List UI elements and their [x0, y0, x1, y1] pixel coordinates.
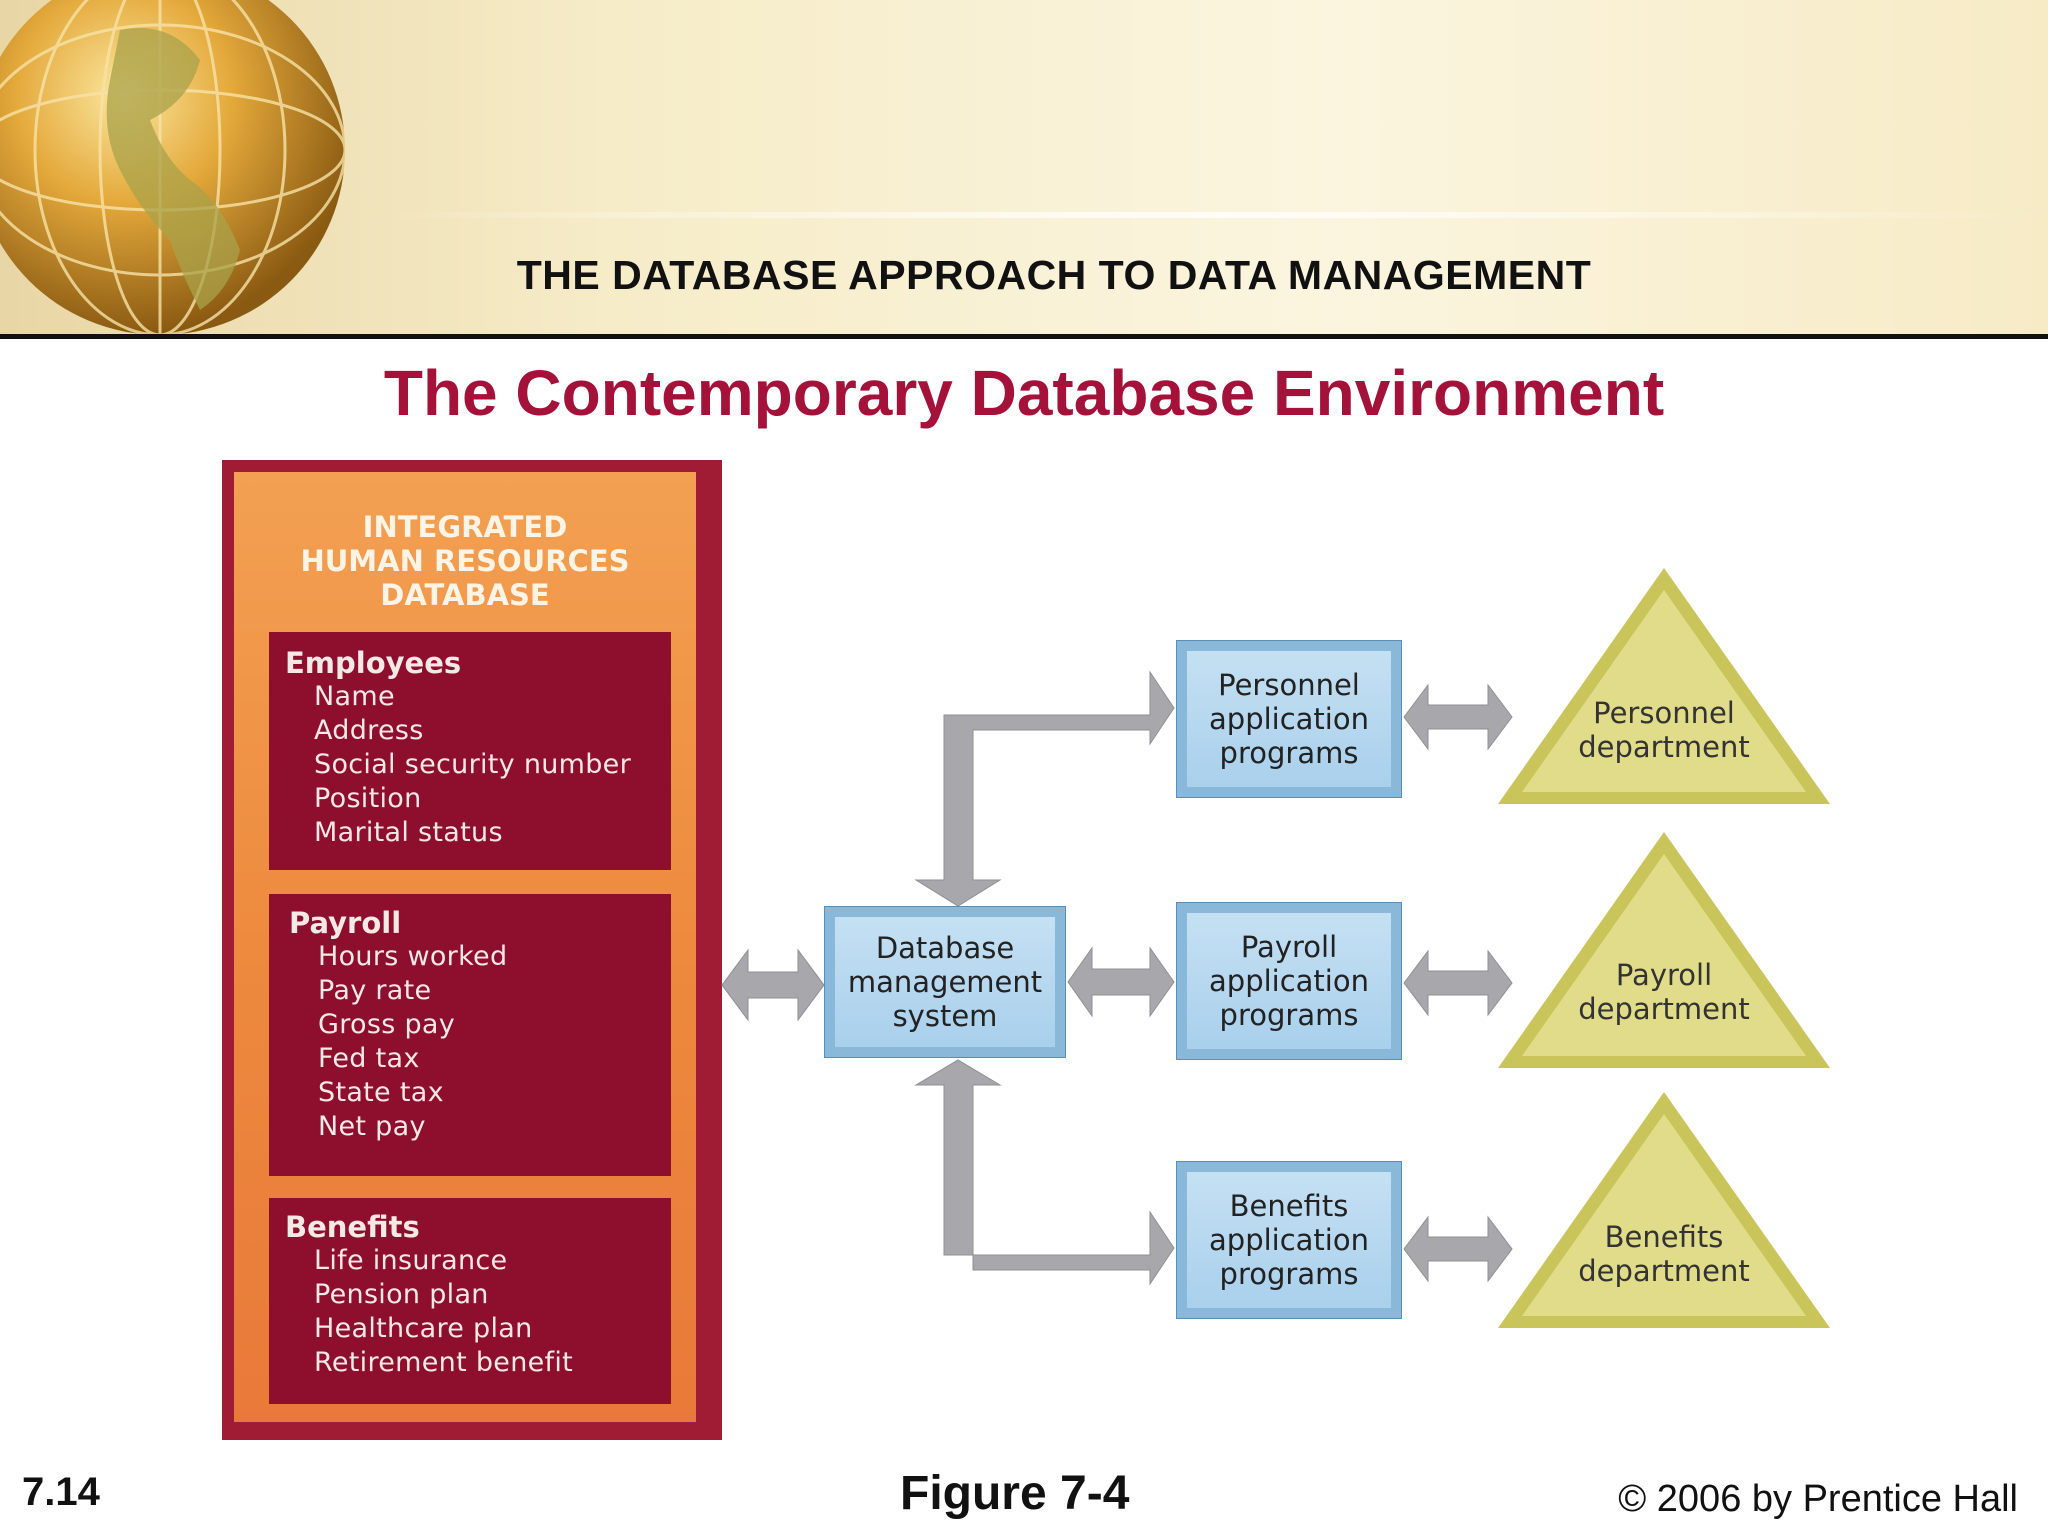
program-box-face: Personnel application programs: [1187, 651, 1391, 787]
table-field: State tax: [318, 1077, 444, 1108]
department-label: department: [1578, 992, 1750, 1026]
table-field: Retirement benefit: [314, 1347, 574, 1378]
figure-label: Figure 7-4: [900, 1467, 1130, 1520]
program-label: application: [1209, 702, 1369, 736]
slide-title: The Contemporary Database Environment: [383, 357, 1665, 429]
database-title: INTEGRATED HUMAN RESOURCES DATABASE: [234, 510, 696, 612]
table-name: Employees: [285, 646, 462, 680]
section-title: THE DATABASE APPROACH TO DATA MANAGEMENT: [516, 252, 1592, 298]
payroll-department-triangle: Payroll department: [1496, 830, 1832, 1070]
integrated-database: INTEGRATED HUMAN RESOURCES DATABASE Empl…: [222, 460, 722, 1440]
table-field: Hours worked: [318, 941, 508, 972]
program-label: application: [1209, 1223, 1369, 1257]
benefits-department-triangle: Benefits department: [1496, 1090, 1832, 1330]
table-name: Payroll: [289, 906, 402, 940]
integrated-database-panel: INTEGRATED HUMAN RESOURCES DATABASE Empl…: [234, 472, 696, 1422]
elbow-arrow-dbms-benefits: [914, 1059, 1175, 1286]
double-arrow-db-dbms: [721, 948, 825, 1022]
dbms-label: management: [847, 965, 1043, 999]
elbow-arrow-dbms-personnel: [914, 670, 1175, 907]
program-label: Benefits: [1229, 1189, 1349, 1223]
table-field: Healthcare plan: [314, 1313, 533, 1344]
table-field: Name: [314, 681, 395, 712]
table-field: Fed tax: [318, 1043, 420, 1074]
slide-number: 7.14: [22, 1470, 100, 1514]
personnel-programs-box: Personnel application programs: [1176, 640, 1402, 798]
table-name: Benefits: [285, 1210, 420, 1244]
dbms-box-face: Database management system: [835, 917, 1055, 1047]
program-label: programs: [1219, 1257, 1359, 1291]
triangle-shape: [1498, 568, 1830, 804]
program-box-face: Benefits application programs: [1187, 1172, 1391, 1308]
table-field: Net pay: [318, 1111, 426, 1142]
dbms-label: Database: [875, 931, 1015, 965]
benefits-programs-box: Benefits application programs: [1176, 1161, 1402, 1319]
table-field: Marital status: [314, 817, 503, 848]
header-band: [0, 0, 2048, 334]
program-label: Payroll: [1240, 930, 1338, 964]
dbms-label: system: [892, 999, 998, 1033]
program-box-frame: Benefits application programs: [1176, 1161, 1402, 1319]
dbms-box: Database management system: [824, 906, 1066, 1058]
department-label: Payroll: [1615, 958, 1713, 992]
program-box-frame: Personnel application programs: [1176, 640, 1402, 798]
department-label: department: [1578, 730, 1750, 764]
double-arrow-payroll-dept: [1403, 949, 1513, 1017]
triangle-shape: [1498, 832, 1830, 1068]
employees-table: Employees Name Address Social security n…: [269, 632, 671, 870]
double-arrow-personnel-dept: [1403, 683, 1513, 751]
department-label: Benefits: [1604, 1220, 1724, 1254]
payroll-table: Payroll Hours worked Pay rate Gross pay …: [269, 894, 671, 1176]
benefits-table: Benefits Life insurance Pension plan Hea…: [269, 1198, 671, 1404]
program-label: programs: [1219, 736, 1359, 770]
header-divider: [0, 334, 2048, 339]
dbms-box-frame: Database management system: [824, 906, 1066, 1058]
triangle-shape: [1498, 1092, 1830, 1328]
double-arrow-dbms-payroll: [1067, 946, 1175, 1018]
table-field: Gross pay: [318, 1009, 456, 1040]
department-label: department: [1578, 1254, 1750, 1288]
table-field: Position: [314, 783, 422, 814]
program-label: Personnel: [1218, 668, 1360, 702]
table-field: Pay rate: [318, 975, 432, 1006]
database-title-line: HUMAN RESOURCES: [300, 544, 630, 578]
program-box-frame: Payroll application programs: [1176, 902, 1402, 1060]
copyright: © 2006 by Prentice Hall: [1618, 1478, 2018, 1520]
department-label: Personnel: [1593, 696, 1735, 730]
table-field: Pension plan: [314, 1279, 489, 1310]
table-field: Address: [314, 715, 424, 746]
table-field: Life insurance: [314, 1245, 508, 1276]
table-field: Social security number: [314, 749, 631, 780]
database-title-line: DATABASE: [380, 578, 550, 612]
database-title-line: INTEGRATED: [362, 510, 568, 544]
program-label: programs: [1219, 998, 1359, 1032]
globe-icon: [0, 0, 347, 334]
double-arrow-benefits-dept: [1403, 1215, 1513, 1283]
program-box-face: Payroll application programs: [1187, 913, 1391, 1049]
program-label: application: [1209, 964, 1369, 998]
personnel-department-triangle: Personnel department: [1496, 566, 1832, 806]
payroll-programs-box: Payroll application programs: [1176, 902, 1402, 1060]
